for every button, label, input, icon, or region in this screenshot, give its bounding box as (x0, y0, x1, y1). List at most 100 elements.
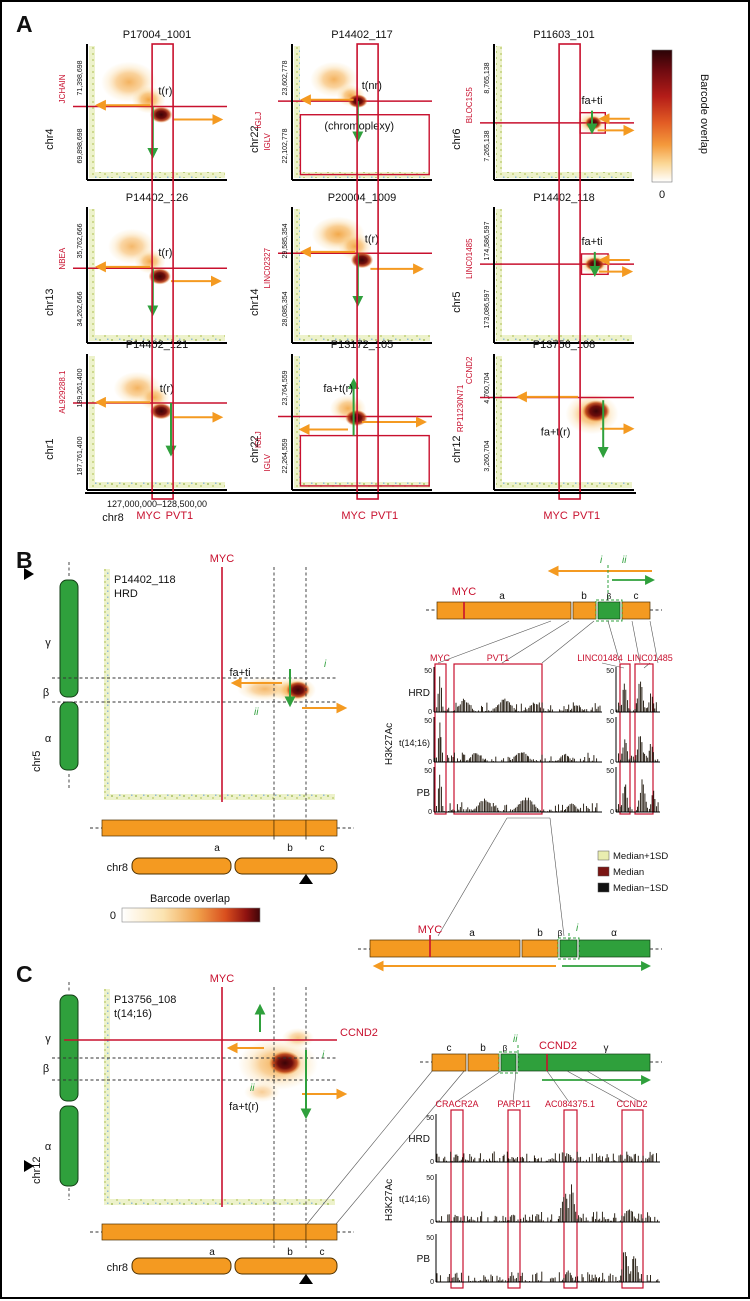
gene-label-linc01484: LINC01484 (577, 653, 623, 663)
track-label-hrd: HRD (408, 1134, 430, 1145)
coverage-tracks-b: MYC PVT1 LINC01484 LINC01485 HRD t(14;16… (384, 653, 673, 816)
chr-label: chr22 (249, 435, 261, 463)
x-marginal-track (89, 482, 225, 488)
chr5-label: chr5 (31, 751, 43, 772)
chr-label: chr6 (451, 128, 463, 149)
coverage-spikes (436, 1151, 657, 1162)
chr8-bar-b: a b c (90, 819, 354, 854)
chr8-segment-b (273, 1223, 307, 1241)
x-marginal-track (294, 335, 430, 341)
heatmap-background (494, 207, 634, 343)
gene-box-linc01485 (634, 663, 654, 815)
chr8-segment-c (305, 1223, 338, 1241)
coverage-spikes (436, 1184, 659, 1222)
colorbar-a: Barcode overlap 0 (651, 49, 710, 201)
myc-label: MYC (452, 586, 477, 598)
der-segment-c (621, 601, 651, 620)
event-label: t(r) (158, 85, 172, 97)
y-axis-min: 22,102,778 (282, 128, 289, 163)
event-label: fa+ti (581, 236, 602, 248)
overlap-cloud (282, 1028, 314, 1048)
chr5-ideogram: γ β α chr5 (24, 562, 79, 788)
x-marginal-track (89, 335, 225, 341)
segment-beta-label: β (43, 687, 49, 699)
y-marginal-track (89, 46, 95, 178)
scale-max: 50 (424, 718, 432, 725)
overlap-dense-blob (150, 106, 173, 123)
heatmap-plot-P14402_117: P14402_117t(nr)(chromoplexy)23,602,77822… (249, 29, 432, 181)
scale-min: 0 (428, 809, 432, 816)
segment-b-label: b (287, 843, 293, 854)
segment-alpha-label: α (45, 1141, 52, 1153)
legend-swatch-median (597, 866, 610, 877)
junction-i-label: i (324, 659, 327, 670)
gene-label: NBEA (58, 247, 67, 269)
gene-label: IGLJ (254, 112, 263, 129)
panel-b-label: B (16, 547, 33, 573)
y-marginal-track (294, 356, 300, 488)
x-marginal-track (496, 335, 632, 341)
beta-highlight-box (595, 599, 623, 622)
heatmap-plot-P17004_1001: P17004_1001t(r)71,398,69869,898,698chr4J… (44, 29, 227, 181)
der2-gamma-label: γ (604, 1043, 609, 1054)
coverage-spikes (436, 676, 601, 712)
gene-label-cracr2a: CRACR2A (435, 1099, 478, 1109)
coverage-spikes (616, 681, 657, 712)
junction-i-label: i (576, 923, 579, 934)
scale-max: 50 (426, 1115, 434, 1122)
scale-max: 50 (424, 768, 432, 775)
chr12-arm-top (59, 994, 79, 1102)
event-note: (chromoplexy) (324, 121, 394, 133)
chr8-label: chr8 (107, 1262, 128, 1274)
event-label: fa+ti (581, 95, 602, 107)
y-marginal-track (496, 209, 502, 341)
event-label: fa+t(r) (541, 427, 571, 439)
pvt1-axis-label: PVT1 (573, 510, 601, 522)
y-axis-min: 187,761,400 (77, 436, 84, 475)
plot-title: P14402_121 (126, 339, 188, 351)
y-axis-max: 4,760,704 (484, 372, 491, 403)
zoom-lines-to-der1 (437, 817, 565, 937)
x-marginal-track (496, 172, 632, 178)
der-segment-beta (597, 601, 621, 620)
chr8-arm-q (234, 1257, 338, 1275)
signal-label-h3k27ac: H3K27Ac (384, 1179, 395, 1221)
overlap-dense-blob (148, 268, 171, 285)
overlap-dense-blob (286, 681, 310, 699)
colorbar-min: 0 (110, 910, 116, 922)
coverage-spikes (616, 779, 659, 812)
chr-label: chr14 (249, 288, 261, 316)
overlap-dense-blob (269, 1051, 301, 1075)
chr-label: chr13 (44, 288, 56, 316)
plot-title: P13172_105 (331, 339, 393, 351)
scale-min: 0 (430, 1219, 434, 1226)
chr8-label: chr8 (107, 862, 128, 874)
myc-axis-label: MYC (543, 510, 568, 522)
panel-c-label: C (16, 961, 33, 987)
chr-label: chr5 (451, 291, 463, 312)
ccnd2-label: CCND2 (539, 1040, 577, 1052)
junction-ii-label: ii (254, 707, 259, 718)
der-segment-a (436, 601, 572, 620)
chr8-ideogram-c: chr8 (107, 1257, 338, 1284)
scale-min: 0 (610, 759, 614, 766)
heatmap-plot-P14402_126: P14402_126t(r)35,762,66634,262,666chr13N… (44, 192, 227, 344)
plot-title: P14402_117 (331, 29, 393, 41)
heatmap-grid: P17004_1001t(r)71,398,69869,898,698chr4J… (44, 29, 635, 522)
colorbar-b: Barcode overlap 0 (110, 893, 261, 923)
der2-segment-b (467, 1053, 500, 1072)
gene-label-ccnd2: CCND2 (616, 1099, 647, 1109)
der-a-label: a (499, 591, 505, 602)
junction-i-label: i (322, 1050, 325, 1061)
y-marginal-track (104, 989, 110, 1205)
colorbar-title: Barcode overlap (150, 893, 230, 905)
scale-min: 0 (610, 809, 614, 816)
der1-b-label: b (537, 928, 543, 939)
y-marginal-track (104, 569, 110, 800)
der1-segment-b (521, 939, 559, 958)
y-marginal-track (496, 46, 502, 178)
der-c-label: c (634, 591, 639, 602)
y-marginal-track (496, 356, 502, 488)
